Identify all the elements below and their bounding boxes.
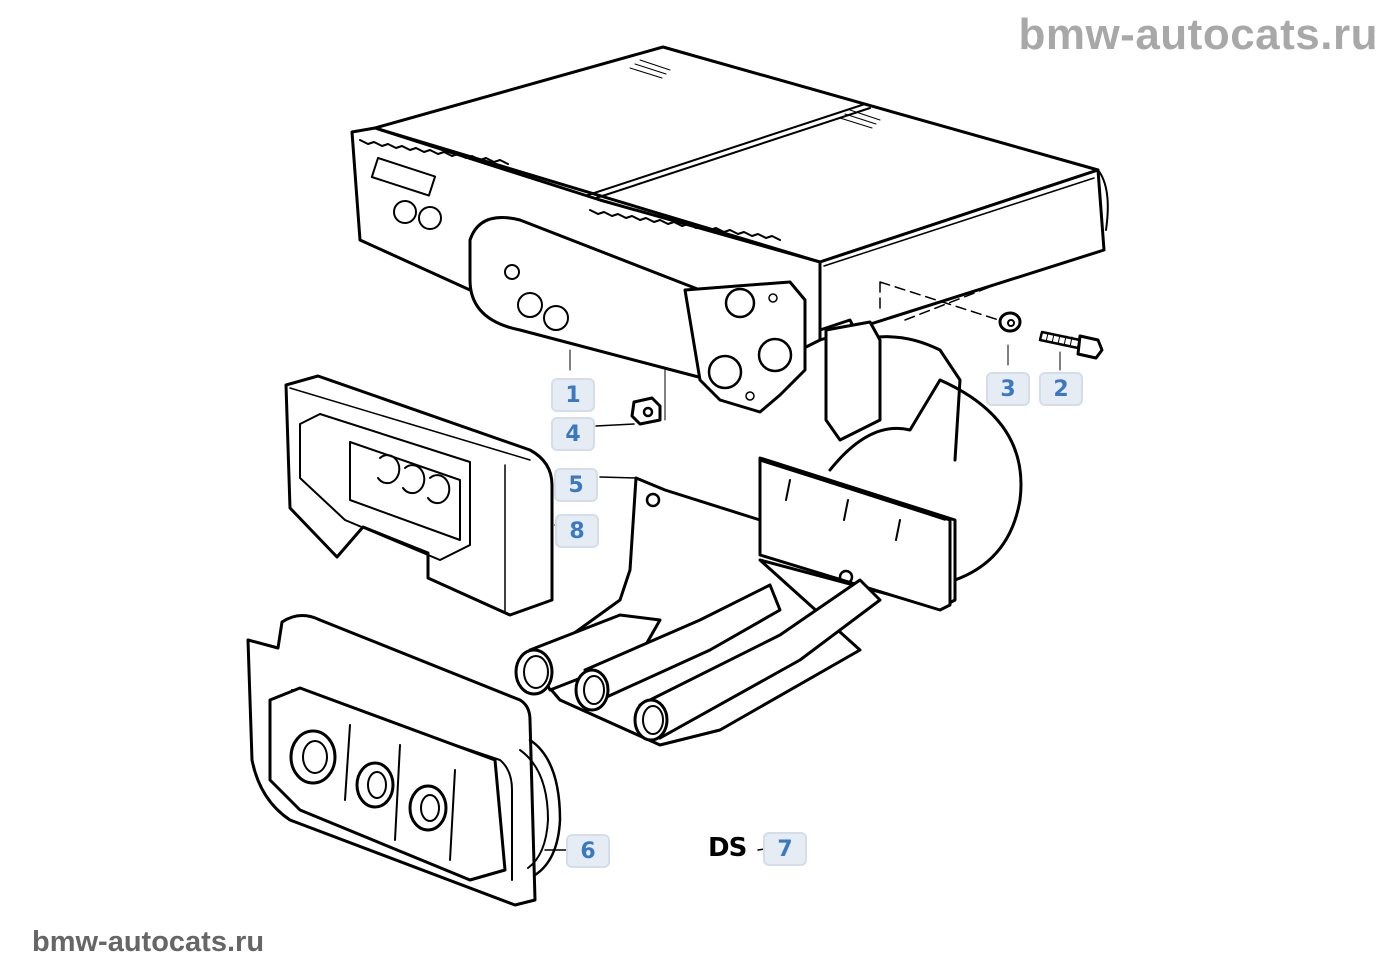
watermark-bottom: bmw-autocats.ru [32,926,265,958]
bolt-drawing [1038,330,1104,371]
part-label-8[interactable]: 8 [555,514,599,548]
heater-radiator-drawing [350,45,1109,414]
ds-annotation: DS [708,833,747,863]
part-label-7[interactable]: 7 [763,832,807,866]
watermark-top: bmw-autocats.ru [1018,10,1378,59]
sealing-frame-drawing [246,614,569,907]
pipe-connection-drawing [514,318,1023,747]
part-label-5[interactable]: 5 [554,468,598,502]
part-label-6[interactable]: 6 [566,834,610,868]
part-label-3[interactable]: 3 [986,372,1030,406]
nut-clip-drawing [595,369,666,427]
washer-drawing [998,311,1022,366]
part-label-2[interactable]: 2 [1039,372,1083,406]
part-label-4[interactable]: 4 [551,417,595,451]
part-label-1[interactable]: 1 [551,378,595,412]
seal-block-drawing [284,374,563,617]
